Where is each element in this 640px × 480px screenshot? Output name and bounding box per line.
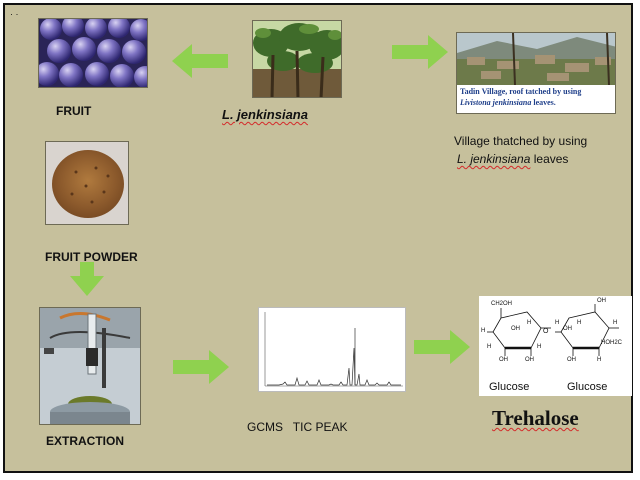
berries-image bbox=[39, 19, 147, 87]
left-ring-group-8: H bbox=[537, 344, 542, 350]
fruit-label: FRUIT bbox=[56, 104, 92, 118]
village-caption-line1: Village thatched by using bbox=[454, 134, 588, 148]
powder-image bbox=[52, 150, 124, 218]
extraction-apparatus-image bbox=[40, 308, 140, 424]
right-ring-group-4: OH bbox=[597, 298, 606, 304]
gcms-tic-chromatogram bbox=[258, 307, 406, 392]
arrow-to-gcms bbox=[173, 350, 229, 384]
right-ring-group-6: OH bbox=[567, 357, 576, 363]
village-photo: Tadin Village, roof tatched by using Liv… bbox=[456, 32, 616, 114]
arrow-to-extraction bbox=[70, 262, 104, 296]
left-ring-group-5: H bbox=[487, 344, 492, 350]
village-image bbox=[457, 33, 615, 86]
arrow-to-village bbox=[392, 35, 448, 69]
corner-mark: · · bbox=[10, 9, 19, 19]
chromatogram-image bbox=[264, 312, 403, 387]
village-caption: Village thatched by using L. jenkinsiana… bbox=[454, 132, 587, 168]
left-ring-group-2: H bbox=[481, 328, 486, 334]
right-ring-group-2: OH bbox=[563, 326, 572, 332]
plant-photo bbox=[252, 20, 342, 98]
extraction-label: EXTRACTION bbox=[46, 434, 124, 448]
glucose-right-label: Glucose bbox=[567, 381, 608, 393]
right-ring-group-7: HOH2C bbox=[601, 340, 623, 346]
village-photo-caption-species: Livistona jenkinsiana bbox=[460, 98, 532, 107]
trehalose-structure-panel: O CH2OH H OH H H OH OH H H OH H OH H OH … bbox=[479, 296, 632, 396]
right-ring-group-1: H bbox=[555, 320, 560, 326]
right-ring-group-3: H bbox=[577, 320, 582, 326]
left-ring-group-4: H bbox=[527, 320, 532, 326]
arrow-to-fruit bbox=[172, 44, 228, 78]
glucose-left-label: Glucose bbox=[489, 381, 530, 393]
trehalose-structure: O bbox=[487, 304, 619, 356]
left-ring-group-1: CH2OH bbox=[491, 301, 513, 307]
glycosidic-oxygen-label: O bbox=[543, 328, 549, 335]
palm-trees-image bbox=[253, 21, 341, 97]
trehalose-label: Trehalose bbox=[492, 406, 579, 430]
fruit-powder-photo bbox=[45, 141, 129, 225]
extraction-photo bbox=[39, 307, 141, 425]
village-caption-species: L. jenkinsiana bbox=[457, 152, 531, 166]
village-photo-caption-rest: leaves. bbox=[531, 98, 556, 107]
left-ring-group-6: OH bbox=[499, 357, 508, 363]
village-caption-rest: leaves bbox=[530, 152, 569, 166]
fruit-photo bbox=[38, 18, 148, 88]
left-ring-group-7: OH bbox=[525, 357, 534, 363]
right-ring-group-8: H bbox=[597, 357, 602, 363]
left-ring-group-3: OH bbox=[511, 326, 520, 332]
plant-name-label: L. jenkinsiana bbox=[222, 107, 308, 122]
arrow-to-trehalose bbox=[414, 330, 470, 364]
gcms-label: GCMS TIC PEAK bbox=[247, 420, 348, 434]
fruit-powder-label: FRUIT POWDER bbox=[45, 250, 138, 264]
village-photo-caption-line1: Tadin Village, roof tatched by using bbox=[460, 87, 582, 96]
right-ring-group-5: H bbox=[613, 320, 618, 326]
